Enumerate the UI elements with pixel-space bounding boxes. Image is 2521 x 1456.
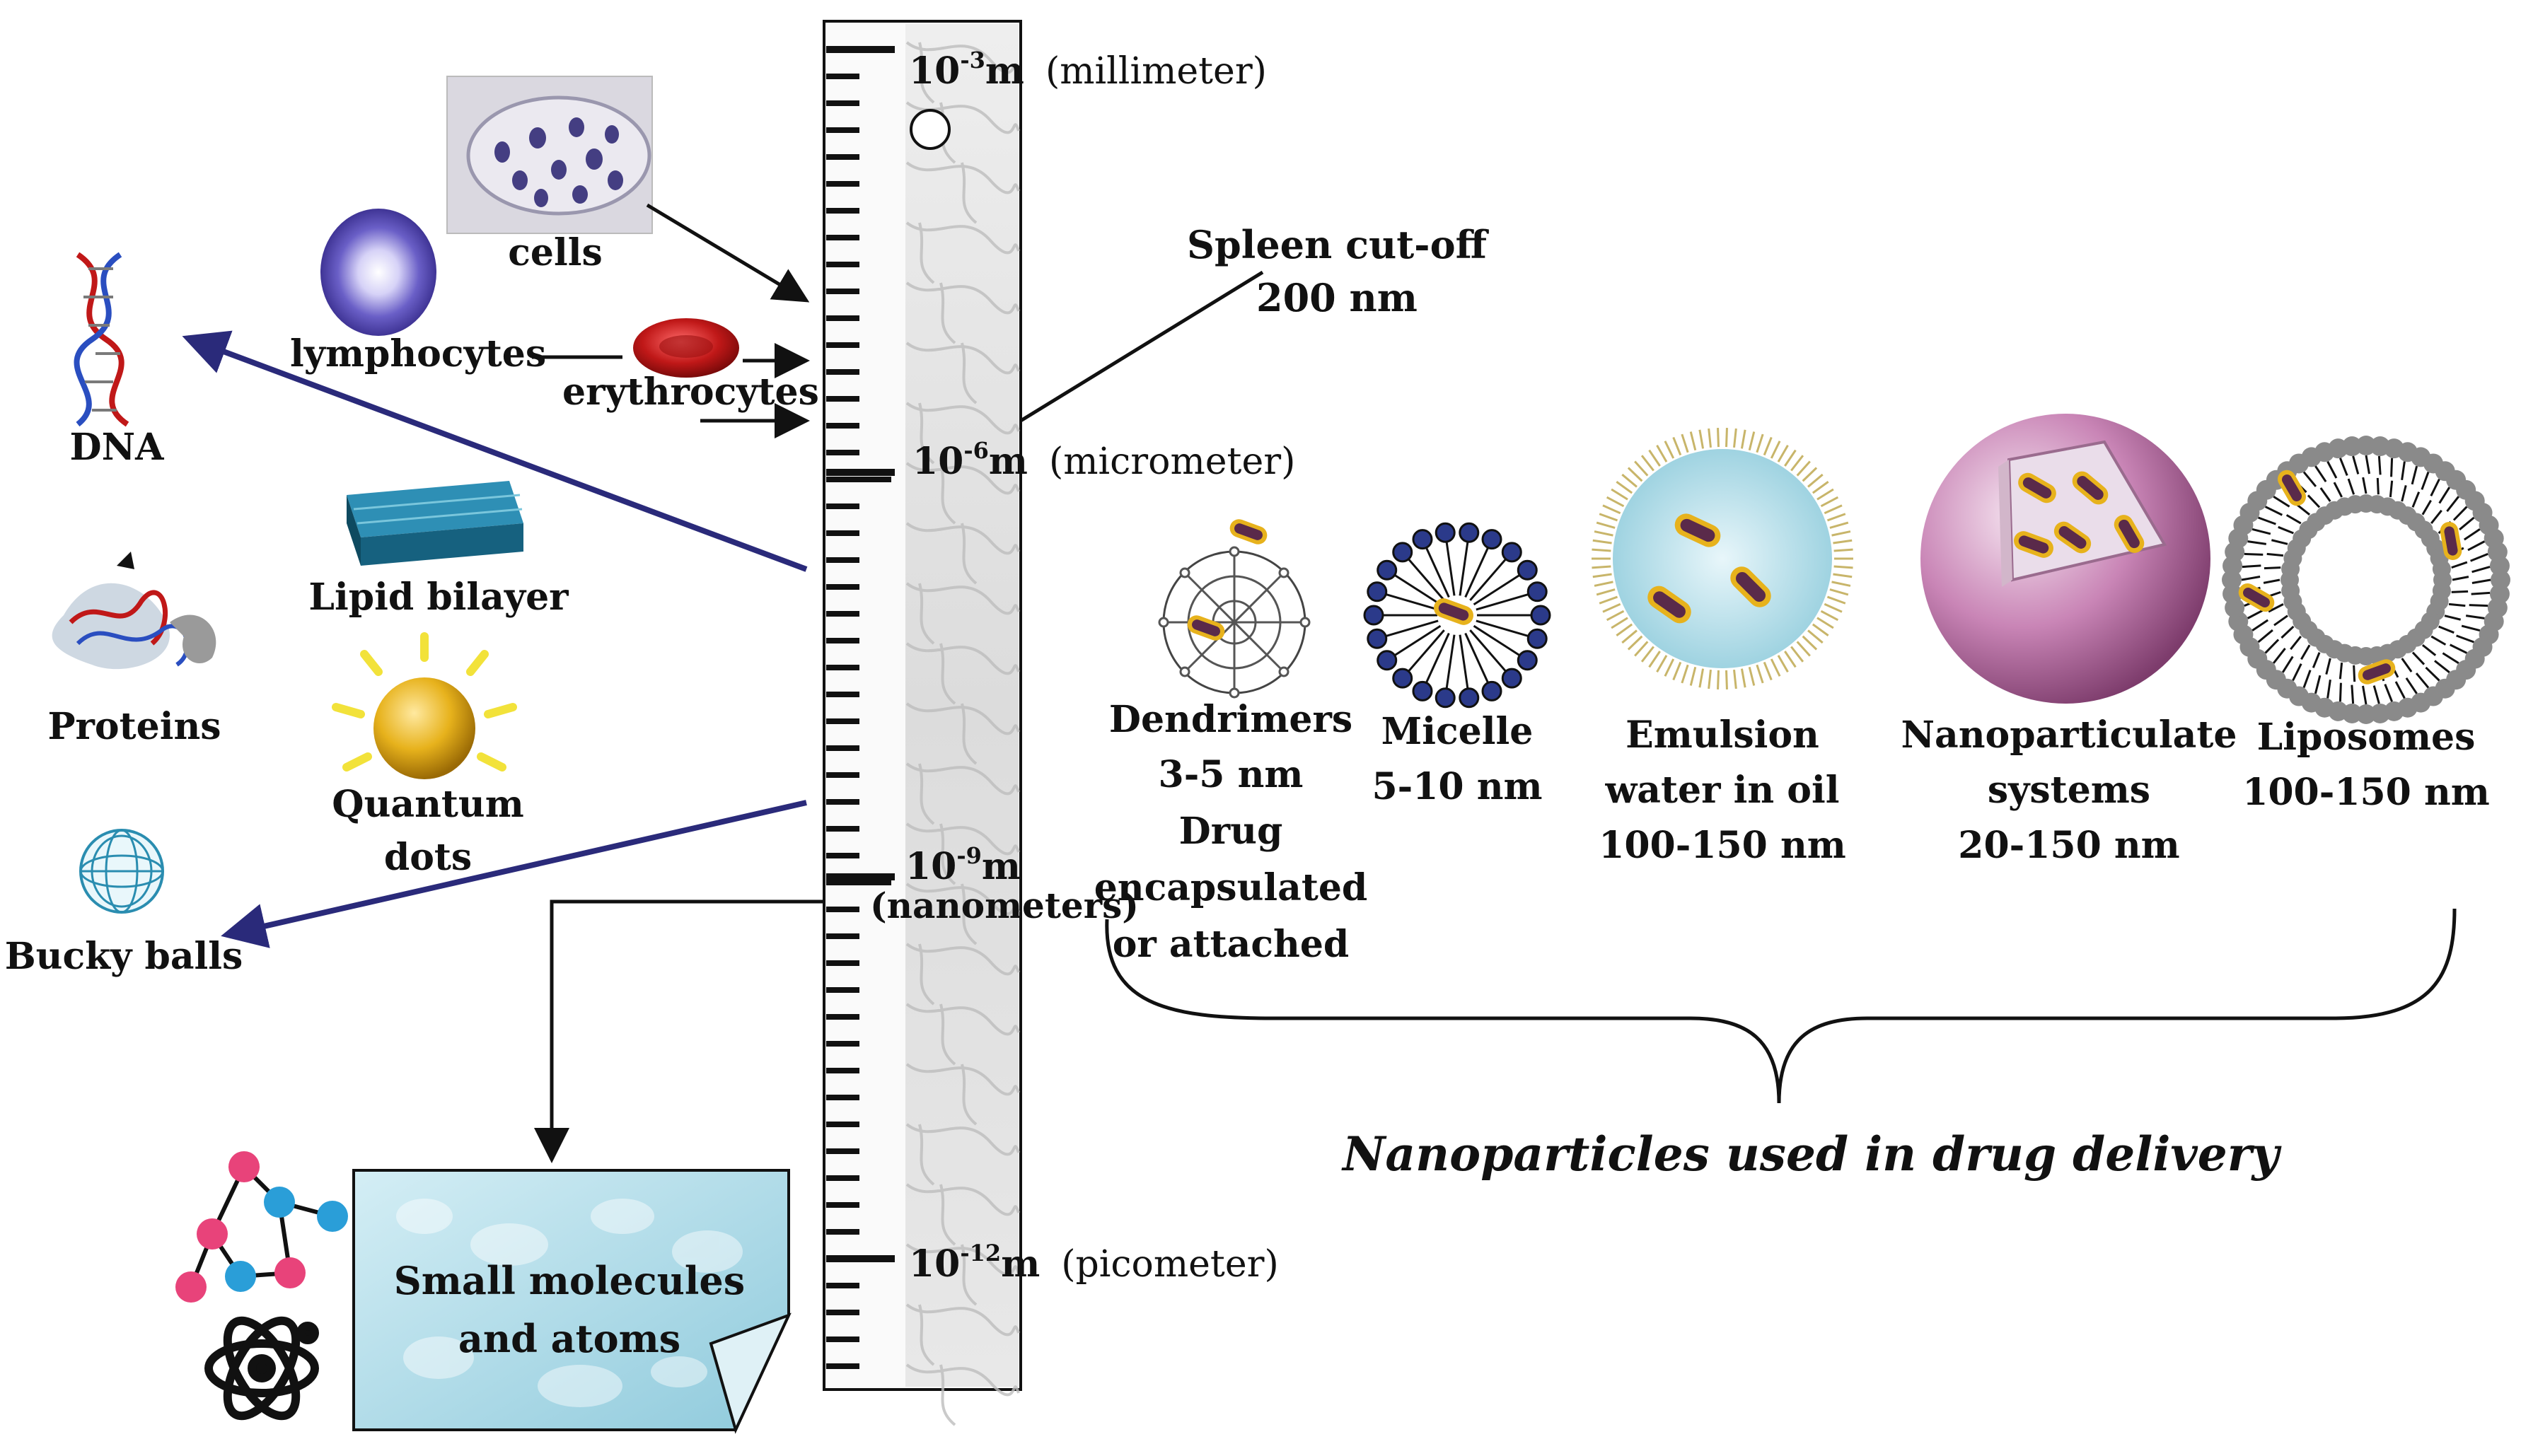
- liposomes-label: Liposomes: [2257, 716, 2476, 759]
- scale-label-picometer: 10-12m(picometer): [909, 1240, 1279, 1286]
- dendrimers-note-1: Drug: [1179, 810, 1283, 853]
- dna-label: DNA: [70, 426, 165, 469]
- erythrocytes-label: erythrocytes: [562, 371, 819, 414]
- dna-range-arrow: [182, 330, 808, 572]
- lymphocyte-icon: [320, 209, 436, 336]
- nanoparticulate-type: systems: [1988, 769, 2150, 812]
- scale-label-nanometer-name: (nanometers): [870, 885, 1139, 926]
- dendrimer-icon: [1158, 546, 1311, 699]
- lipid-bilayer-label: Lipid bilayer: [308, 576, 569, 619]
- nanoparticulate-label: Nanoparticulate: [1901, 714, 2237, 757]
- cells-arrow: [646, 203, 810, 303]
- micelle-icon: [1363, 522, 1551, 709]
- scale-label-micrometer: 10-6m(micrometer): [912, 437, 1295, 483]
- spleen-leader-line: [1019, 270, 1264, 423]
- scale-label-millimeter: 10-3m(millimeter): [909, 47, 1267, 93]
- dendrimers-note-3: or attached: [1113, 923, 1350, 966]
- cells-label: cells: [508, 231, 603, 274]
- spleen-label: Spleen cut-off: [1187, 222, 1490, 267]
- dendrimers-note-2: encapsulated: [1094, 866, 1368, 909]
- emulsion-type: water in oil: [1605, 769, 1840, 812]
- dendrimers-size: 3-5 nm: [1159, 753, 1304, 796]
- nanoparticle-brace: [1105, 908, 2457, 1104]
- quantum-dots-label: Quantum: [332, 783, 523, 826]
- nanoparticles-caption: Nanoparticles used in drug delivery: [1341, 1126, 2282, 1182]
- liposomes-size: 100-150 nm: [2242, 771, 2490, 814]
- small-molecules-arrow: [534, 899, 824, 1163]
- nanoparticulate-icon: [1920, 414, 2210, 704]
- lipid-bilayer-icon: [347, 481, 523, 566]
- atom-icon: [204, 1316, 319, 1421]
- scale-label-nanometer-exp: 10-9m: [905, 842, 1021, 888]
- proteins-icon: [52, 552, 216, 670]
- emulsion-label: Emulsion: [1625, 714, 1819, 757]
- spleen-value: 200 nm: [1256, 275, 1418, 320]
- dendrimers-label: Dendrimers: [1109, 698, 1352, 741]
- bucky-ball-icon: [79, 829, 164, 914]
- lymphocytes-label: lymphocytes: [290, 332, 546, 375]
- molecule-icon: [175, 1151, 348, 1303]
- emulsion-icon: [1592, 428, 1853, 689]
- scale-ruler: [823, 20, 1022, 1426]
- small-molecules-label: Small molecules: [394, 1258, 745, 1303]
- proteins-label: Proteins: [47, 705, 221, 748]
- small-molecules-label-2: and atoms: [458, 1316, 680, 1361]
- bucky-balls-label: Bucky balls: [5, 935, 243, 978]
- cells-image: [446, 76, 653, 234]
- micelle-label: Micelle: [1381, 710, 1534, 753]
- quantum-dots-label-2: dots: [384, 836, 472, 879]
- dna-icon: [74, 252, 129, 427]
- small-molecules-card: [352, 1169, 792, 1434]
- buckyball-range-arrow: [221, 800, 807, 948]
- micelle-size: 5-10 nm: [1372, 765, 1542, 808]
- nanoparticulate-size: 20-150 nm: [1958, 824, 2179, 867]
- quantum-dot-icon: [332, 632, 517, 779]
- scale-marker-circle: [910, 109, 951, 150]
- liposome-icon: [2222, 436, 2510, 724]
- emulsion-size: 100-150 nm: [1599, 824, 1846, 867]
